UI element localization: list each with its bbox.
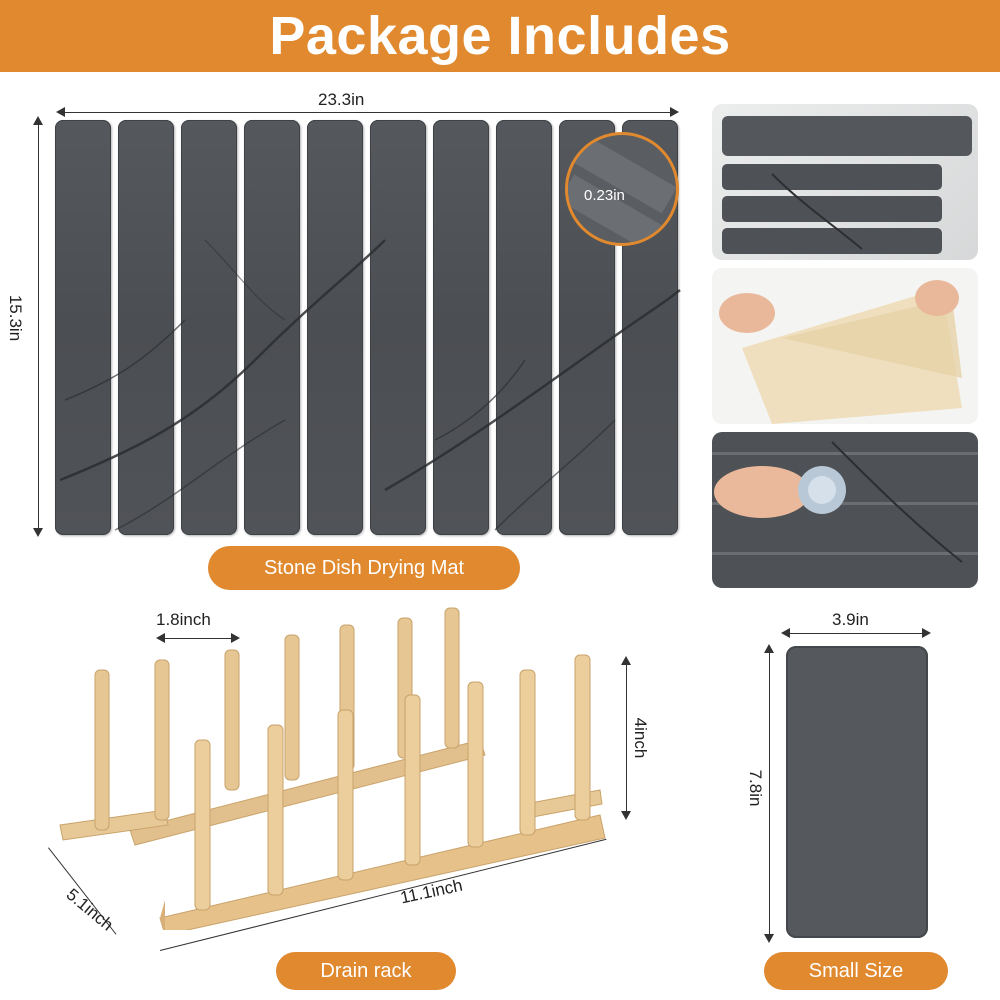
mat-strip (370, 120, 426, 535)
mat-strip (118, 120, 174, 535)
small-mat-height-label: 7.8in (746, 769, 765, 807)
small-mat-width-line (785, 633, 927, 634)
package-includes-banner: Package Includes (0, 0, 1000, 72)
rack-peg-spacing-line (160, 638, 235, 639)
stone-dish-drying-mat-label: Stone Dish Drying Mat (208, 546, 520, 590)
mat-width-line (60, 112, 675, 113)
mat-width-label: 23.3in (318, 90, 365, 109)
stone-dish-drying-mat (55, 120, 683, 538)
small-size-mat (786, 646, 928, 938)
small-size-label: Small Size (764, 952, 948, 990)
mat-height-line (38, 120, 39, 532)
mat-strip (307, 120, 363, 535)
mat-strip (181, 120, 237, 535)
mat-strip (496, 120, 552, 535)
mat-width-arrow-left (56, 107, 65, 117)
folded-mat-photo (712, 104, 978, 260)
cleaning-mat-photo (712, 432, 978, 588)
non-slip-pad-photo (712, 268, 978, 424)
mat-strip (55, 120, 111, 535)
mat-height-arrow-down (33, 528, 43, 537)
mat-strip (433, 120, 489, 535)
mat-width-arrow-right (670, 107, 679, 117)
small-mat-width-label: 3.9in (832, 610, 869, 629)
rack-height-line (626, 660, 627, 815)
mat-strip (244, 120, 300, 535)
drain-rack (59, 607, 606, 930)
mat-height-label: 15.3in (6, 294, 25, 342)
mat-thickness-label: 0.23in (584, 187, 625, 204)
page-title: Package Includes (269, 6, 731, 66)
small-mat-height-line (769, 648, 770, 938)
marble-veins (59, 239, 681, 531)
rack-peg-spacing-label: 1.8inch (156, 610, 211, 629)
drain-rack-label: Drain rack (276, 952, 456, 990)
mat-height-arrow-up (33, 116, 43, 125)
thickness-zoom-circle: 0.23in (565, 132, 679, 246)
